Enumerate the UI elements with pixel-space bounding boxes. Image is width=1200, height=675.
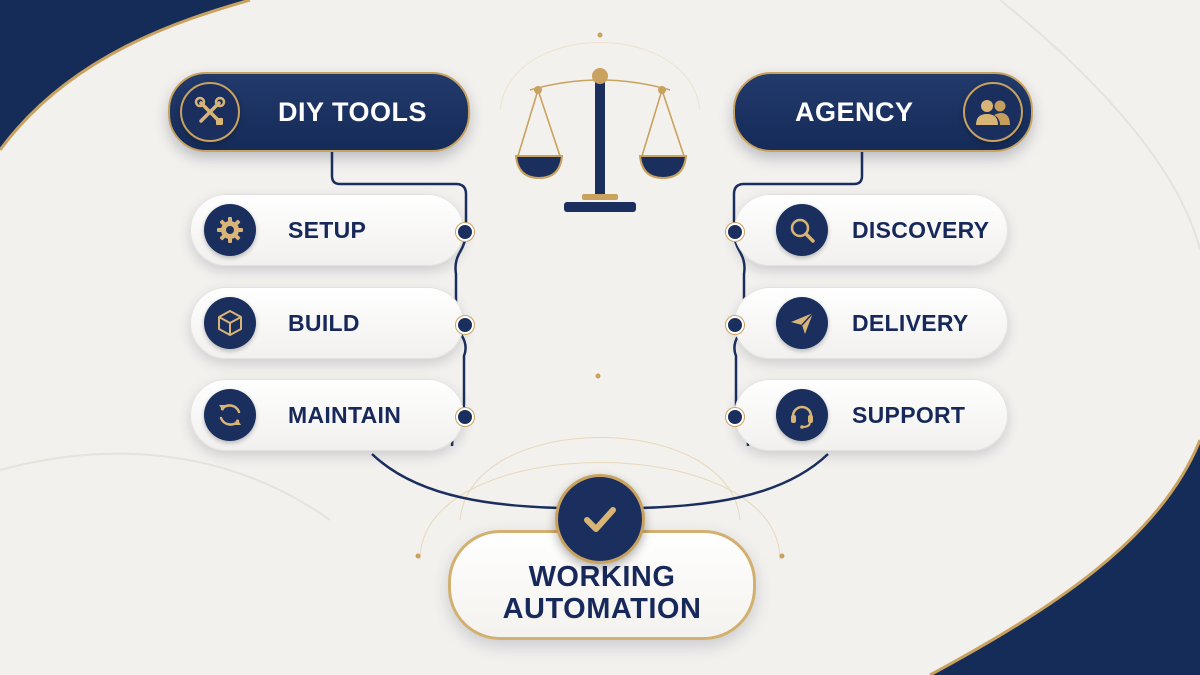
step-build: BUILD xyxy=(190,287,464,359)
discovery-connector-dot xyxy=(726,223,744,241)
cube-icon xyxy=(218,310,242,336)
arc-dot xyxy=(415,553,421,559)
left-soft-wave xyxy=(0,452,331,521)
refresh-icon xyxy=(219,404,241,426)
tools-icon xyxy=(194,96,226,125)
cube-icon-badge xyxy=(204,297,256,349)
bottom-right-wave xyxy=(930,440,1200,675)
check-icon-badge xyxy=(555,474,645,564)
maintain-connector-dot xyxy=(456,408,474,426)
support-label: SUPPORT xyxy=(852,401,966,428)
agency-header: AGENCY xyxy=(733,72,1033,152)
users-icon-badge xyxy=(963,82,1023,142)
setup-label: SETUP xyxy=(288,216,367,243)
build-label: BUILD xyxy=(288,309,360,336)
step-maintain: MAINTAIN xyxy=(190,379,464,451)
bottom-right-wave-gold xyxy=(929,439,1200,675)
check-icon xyxy=(584,507,616,532)
headset-icon-badge xyxy=(776,389,828,441)
result-line-1: WORKING xyxy=(528,561,676,593)
tools-icon-badge xyxy=(180,82,240,142)
top-left-wave-gold xyxy=(0,0,251,151)
delivery-connector-dot xyxy=(726,316,744,334)
step-delivery: DELIVERY xyxy=(734,287,1008,359)
arc-dot xyxy=(597,32,603,38)
support-connector-dot xyxy=(726,408,744,426)
headset-icon xyxy=(791,405,813,429)
arc-dot xyxy=(779,553,785,559)
balance-scale-icon xyxy=(514,68,688,212)
search-icon xyxy=(790,218,815,243)
paper-plane-icon xyxy=(791,312,814,334)
diy-tools-header: DIY TOOLS xyxy=(168,72,470,152)
build-connector-dot xyxy=(456,316,474,334)
gear-icon-badge xyxy=(204,204,256,256)
arc-dot xyxy=(595,373,601,379)
result-arc-1 xyxy=(419,462,781,561)
result-arc-2 xyxy=(459,437,741,521)
gear-icon xyxy=(217,217,243,243)
delivery-label: DELIVERY xyxy=(852,309,969,336)
scale-halo xyxy=(499,42,701,111)
diy-tools-label: DIY TOOLS xyxy=(278,96,428,127)
step-setup: SETUP xyxy=(190,194,464,266)
refresh-icon-badge xyxy=(204,389,256,441)
discovery-label: DISCOVERY xyxy=(852,216,990,243)
top-right-soft-wave xyxy=(999,0,1200,251)
step-discovery: DISCOVERY xyxy=(734,194,1008,266)
step-support: SUPPORT xyxy=(734,379,1008,451)
maintain-label: MAINTAIN xyxy=(288,401,402,428)
right-to-result xyxy=(639,453,829,510)
setup-connector-dot xyxy=(456,223,474,241)
agency-label: AGENCY xyxy=(795,96,914,127)
paper-plane-icon-badge xyxy=(776,297,828,349)
top-left-wave xyxy=(0,0,250,150)
search-icon-badge xyxy=(776,204,828,256)
result-line-2: AUTOMATION xyxy=(502,593,702,625)
left-to-result xyxy=(371,453,561,510)
users-icon xyxy=(976,100,1010,125)
